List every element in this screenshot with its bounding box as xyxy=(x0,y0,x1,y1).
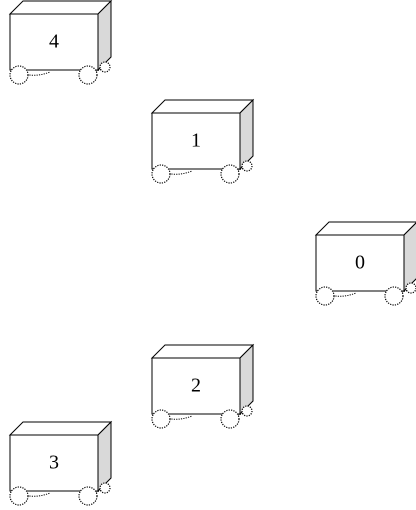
cart-wheel-front-left xyxy=(316,287,334,305)
cart-0: 0 xyxy=(316,222,416,305)
cart-wheel-front-left xyxy=(10,66,28,84)
cart-wheel-back-right xyxy=(242,406,252,416)
cart-top-face xyxy=(10,1,111,14)
cart-wheel-front-right xyxy=(79,487,97,505)
cart-wheel-front-right xyxy=(79,66,97,84)
cart-wheel-back-right xyxy=(242,161,252,171)
cart-label: 2 xyxy=(191,375,201,397)
cart-wheel-back-right xyxy=(100,483,110,493)
cart-wheel-front-left xyxy=(152,410,170,428)
cart-label: 1 xyxy=(191,130,201,152)
cart-top-face xyxy=(10,422,111,435)
cart-top-face xyxy=(152,100,253,113)
cart-side-face xyxy=(98,1,111,70)
cart-wheel-front-left xyxy=(10,487,28,505)
cart-1: 1 xyxy=(152,100,253,183)
cart-label: 4 xyxy=(49,31,59,53)
cart-label: 0 xyxy=(355,252,365,274)
cart-side-face xyxy=(240,100,253,169)
cart-wheel-front-right xyxy=(221,165,239,183)
cart-label: 3 xyxy=(49,452,59,474)
cart-2: 2 xyxy=(152,345,253,428)
cart-4: 4 xyxy=(10,1,111,84)
cart-wheel-back-right xyxy=(406,283,416,293)
cart-top-face xyxy=(152,345,253,358)
cart-side-face xyxy=(98,422,111,491)
cart-wheel-back-right xyxy=(100,62,110,72)
cart-side-face xyxy=(240,345,253,414)
cart-3: 3 xyxy=(10,422,111,505)
cart-top-face xyxy=(316,222,416,235)
cart-wheel-front-left xyxy=(152,165,170,183)
cart-wheel-front-right xyxy=(221,410,239,428)
cart-wheel-front-right xyxy=(385,287,403,305)
